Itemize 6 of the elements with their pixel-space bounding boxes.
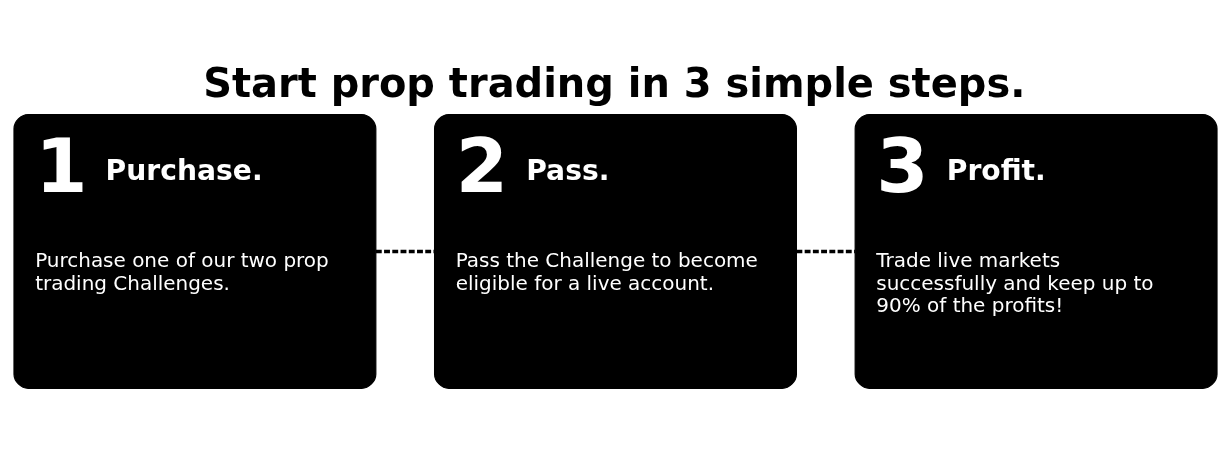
connector	[375, 249, 435, 253]
connector	[796, 249, 855, 253]
node-box: 1 Purchase. Purchase one of our two prop trading Challenges.	[13, 113, 377, 389]
node-box: 3 Profit. Trade live markets successfully and keep up to 90% of the profits!	[854, 113, 1218, 389]
diagram-title: Start prop trading in 3 simple steps.	[203, 59, 1026, 106]
node-box: 2 Pass. Pass the Challenge to become eligible for a live account.	[434, 113, 797, 389]
